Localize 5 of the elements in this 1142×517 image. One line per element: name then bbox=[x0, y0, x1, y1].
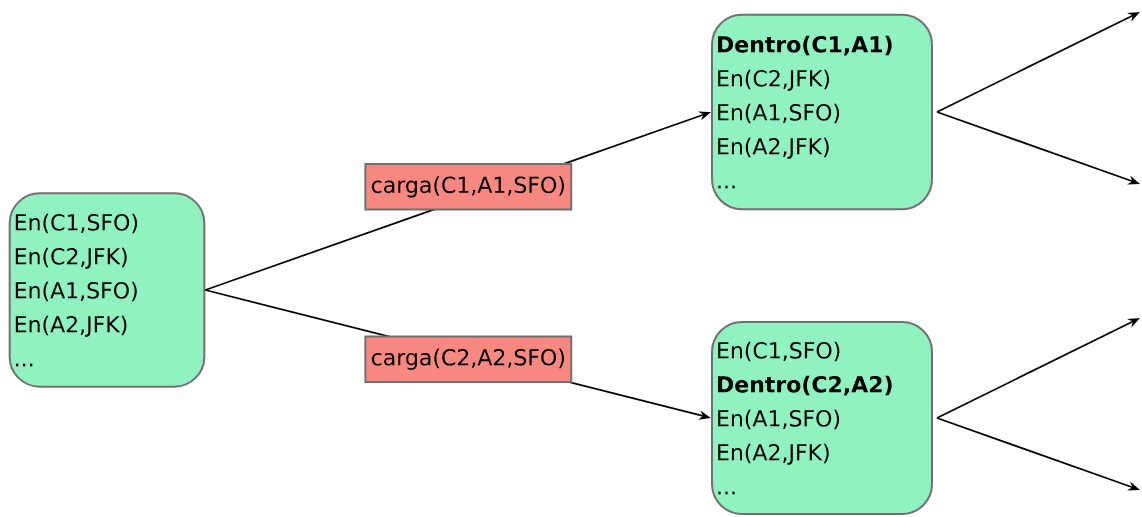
state-box: Dentro(C1,A1) En(C2,JFK) En(A1,SFO) En(A2,JFK) ... bbox=[711, 13, 933, 211]
edge-label: carga(C1,A1,SFO) bbox=[364, 163, 573, 211]
state-box: En(C1,SFO) En(C2,JFK) En(A1,SFO) En(A2,JFK) ... bbox=[8, 192, 206, 388]
edge-label: carga(C2,A2,SFO) bbox=[364, 335, 573, 383]
state-box: En(C1,SFO) Dentro(C2,A2) En(A1,SFO) En(A2,JFK) ... bbox=[711, 321, 933, 515]
